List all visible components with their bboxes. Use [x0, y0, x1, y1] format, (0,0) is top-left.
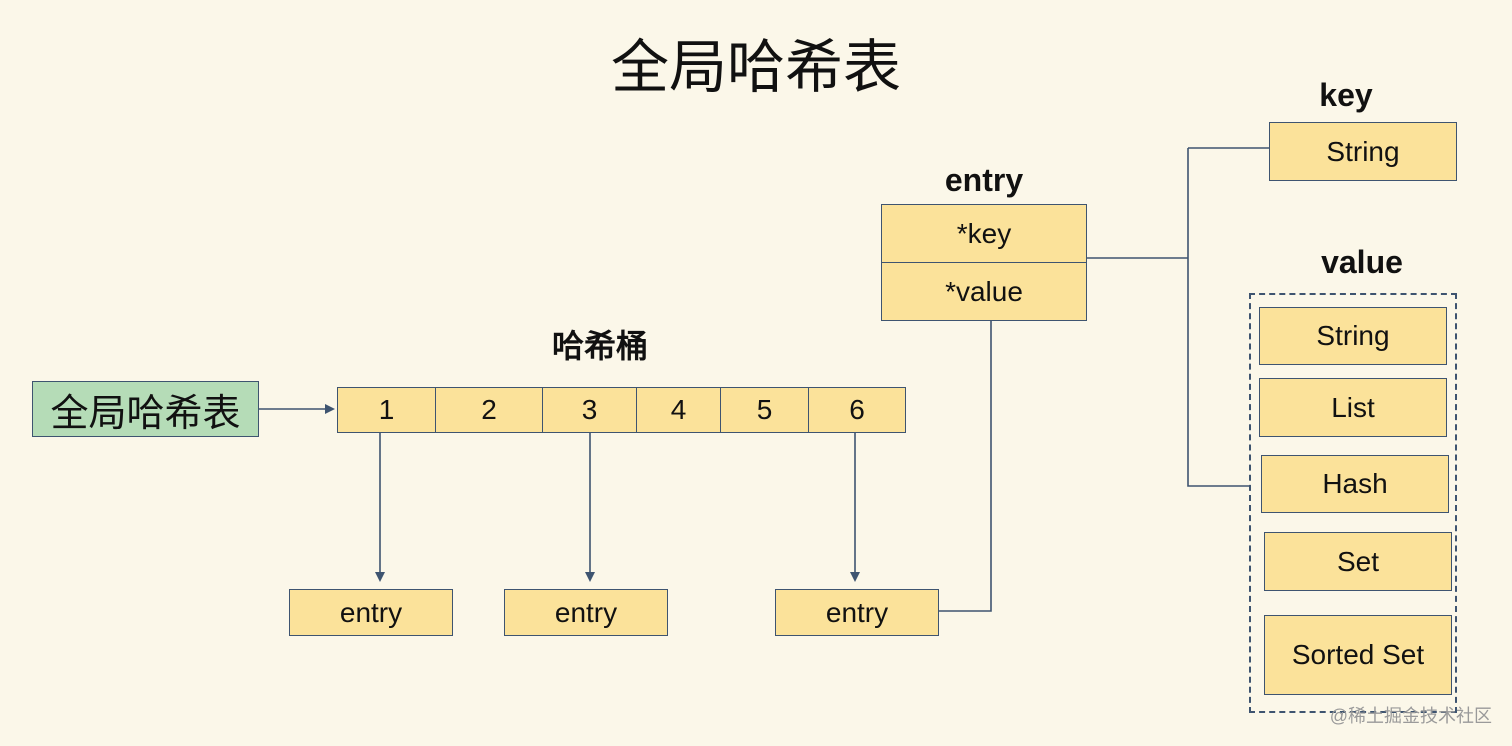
- bucket-entry-box: entry: [775, 589, 939, 636]
- key-title: key: [1319, 77, 1373, 113]
- value-type-box: Hash: [1261, 455, 1449, 513]
- bucket-cell: 2: [435, 387, 543, 433]
- value-type-box: Sorted Set: [1264, 615, 1452, 695]
- bucket-cell: 5: [720, 387, 809, 433]
- bucket-cell: 1: [337, 387, 436, 433]
- line-entry-to-struct: [939, 321, 992, 612]
- bucket-entry-box: entry: [504, 589, 668, 636]
- bucket-number: 3: [581, 394, 598, 425]
- value-type-label: List: [1331, 391, 1375, 423]
- value-title: value: [1321, 244, 1403, 280]
- entry-label: entry: [554, 596, 618, 628]
- global-hash-table-box: 全局哈希表: [32, 381, 259, 437]
- bucket-number: 6: [849, 394, 865, 425]
- global-hash-table-label: 全局哈希表: [50, 392, 241, 435]
- bucket-number: 5: [756, 394, 773, 425]
- entry-label: entry: [825, 596, 889, 628]
- bucket-number: 4: [670, 394, 687, 425]
- key-type-box: String: [1269, 122, 1457, 181]
- diagram-title: 全局哈希表: [610, 35, 901, 100]
- value-type-label: Sorted Set: [1291, 639, 1425, 670]
- value-type-label: Hash: [1322, 468, 1388, 499]
- hash-bucket-label: 哈希桶: [551, 328, 648, 364]
- key-type-label: String: [1326, 135, 1400, 167]
- value-type-box: List: [1259, 378, 1447, 437]
- line-to-key: [1187, 148, 1250, 487]
- bucket-number: 2: [481, 394, 497, 425]
- value-type-box: Set: [1264, 532, 1452, 591]
- bucket-cell: 3: [542, 387, 637, 433]
- bucket-entry-box: entry: [289, 589, 453, 636]
- value-types-group: [1249, 293, 1457, 713]
- entry-field-value: *value: [881, 262, 1087, 321]
- bucket-number: 1: [378, 394, 395, 425]
- entry-field-value-label: *value: [945, 275, 1023, 307]
- watermark-text: @稀土掘金技术社区: [1329, 706, 1492, 726]
- bucket-cell: 6: [808, 387, 906, 433]
- value-type-label: String: [1316, 320, 1390, 351]
- value-type-label: Set: [1336, 545, 1380, 577]
- entry-struct-title: entry: [944, 162, 1024, 198]
- entry-field-key: *key: [881, 204, 1087, 263]
- entry-label: entry: [339, 596, 403, 628]
- value-type-box: String: [1259, 307, 1447, 365]
- entry-field-key-label: *key: [956, 217, 1012, 249]
- bucket-cell: 4: [636, 387, 721, 433]
